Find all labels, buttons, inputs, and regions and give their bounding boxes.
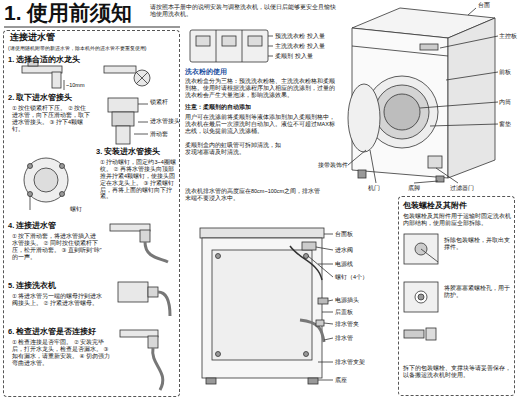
part-label: 排水管夹 (335, 321, 359, 328)
part-label: 主洗洗衣粉 投入量 (275, 43, 325, 50)
part-label: 窗垫 (499, 121, 511, 128)
instruction-text: 4. 连接进水管 (8, 221, 56, 230)
part-label: 底座 (335, 377, 347, 384)
part-label: 洗衣粉的使用 (185, 68, 227, 76)
part-label: 进水阀 (335, 247, 353, 254)
instruction-text: (请使用随机附带的新进水管，除本机外的进水管不要重复使用) (8, 45, 178, 51)
section-panel: 包装螺栓及其附件包装螺栓及其附件用于运输时固定洗衣机内部结构，使用前应全部拆除。… (398, 196, 515, 396)
part-label: 电源插头 (335, 297, 359, 304)
part-label: 排水管 (335, 335, 353, 342)
instruction-text: 拆除包装螺栓，并取出支撑件。 (444, 237, 510, 251)
part-label: 接带装饰件 (318, 162, 348, 169)
part-label: 机门 (368, 185, 380, 192)
instruction-text: ① 按住锁紧杆下压。 ② 按住进水管，向下压滑动套，取下进水管接头。 ③ 拧下4… (12, 105, 90, 133)
part-label: 用户可在洗涤前将柔顺剂等液体添加剂加入柔顺剂格中，洗衣机在最后一次漂洗时自动加入… (185, 114, 337, 135)
part-label: 螺钉 (70, 206, 82, 213)
instruction-text: 2. 取下进水管接头 (8, 93, 72, 102)
section-panel: 连接进水管 (请使用随机附带的新进水管，除本机外的进水管不要重复使用) 1. 选择合… (3, 30, 180, 397)
instruction-text: 3. 安装进水管接头 (96, 147, 160, 156)
part-label: 洗衣机排水管的高度应在80cm~100cm之间，排水管末端不要浸入水中。 (185, 188, 325, 202)
part-label: 台面 (478, 2, 490, 9)
part-label: 柔顺剂盒内的虹吸管可拆卸清洗，如发现堵塞请及时清洗。 (185, 142, 285, 156)
part-label: 底脚 (408, 185, 420, 192)
part-label: 锁紧杆 (150, 99, 168, 106)
part-label: 注意：柔顺剂的自动添加 (185, 104, 251, 111)
page-title: 1. 使用前须知 (4, 0, 132, 26)
instruction-text: ① 按下滑动套，将进水管插入进水管接头。 ② 同时按住锁紧杆下压，松开滑动套。 … (12, 233, 102, 261)
instruction-text: ① 拧动螺钉，固定约3~4圈螺纹。 ② 再将水管接头向顶部推并拧紧4颗螺钉，使接… (100, 159, 178, 200)
instruction-text: 1. 选择合适的水龙头 (8, 55, 80, 64)
instruction-text: 6. 检查进水管是否连接好 (8, 327, 96, 336)
instruction-text: ① 将进水管另一端的螺母拧到进水阀接头上。 ② 拧紧进水管螺母。 (12, 293, 107, 307)
part-label: 滑动套 (150, 131, 168, 138)
part-label: 电源线 (335, 261, 353, 268)
part-label: 进水管接头 (150, 118, 180, 125)
part-label: ~10mm (66, 82, 85, 89)
instruction-text: 将胶塞塞紧螺栓孔，用于防护。 (444, 285, 510, 299)
section-heading: 连接进水管 (10, 32, 55, 43)
part-label: 柔顺剂 投入量 (275, 53, 313, 60)
instruction-text: 包装螺栓及其附件用于运输时固定洗衣机内部结构，使用前应全部拆除。 (403, 213, 512, 227)
part-label: 过滤器门 (450, 185, 474, 192)
part-label: 预洗洗衣粉 投入量 (275, 33, 325, 40)
intro-note: 请按照本手册中的说明安装与调整洗衣机，以便日后能够更安全且愉快地使用洗衣机。 (150, 4, 340, 18)
part-label: 螺钉（4个） (335, 274, 368, 281)
part-label: 内筒 (499, 99, 511, 106)
part-label: 主控板 (499, 33, 517, 40)
part-label: 后盖板 (335, 309, 353, 316)
part-label: 排水管支架 (335, 359, 365, 366)
instruction-text: 拆下的包装螺栓、支撑块等请妥善保存，以备搬运洗衣机时使用。 (403, 365, 512, 379)
part-label: 台面板 (335, 231, 353, 238)
section-heading: 包装螺栓及其附件 (403, 201, 467, 210)
part-label: 洗衣粉盒分为三格：预洗洗衣粉格、主洗洗衣粉格和柔顺剂格。使用时请根据洗涤程序加入… (185, 78, 337, 99)
instruction-text: 5. 连接洗衣机 (8, 281, 56, 290)
part-label: 前板 (499, 69, 511, 76)
instruction-text: ① 检查连接是否牢固。 ② 安装完毕后，打开水龙头，检查是否漏水。 ③ 如有漏水… (12, 339, 112, 367)
